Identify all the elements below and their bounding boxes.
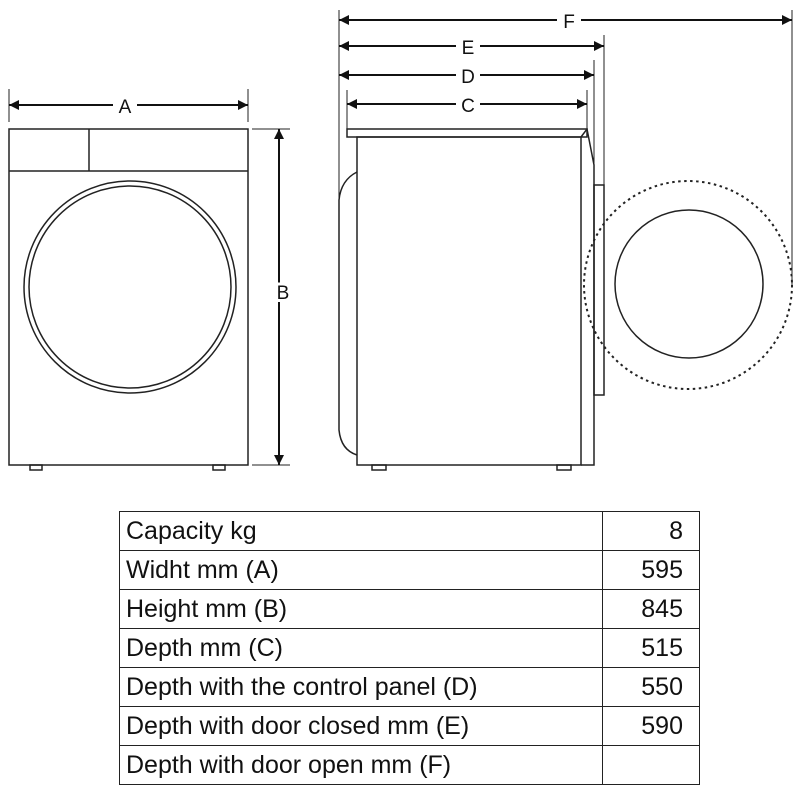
table-row: Widht mm (A) 595 [119,550,700,590]
side-foot-left [371,464,387,471]
door-open-glass [614,209,764,359]
table-row: Height mm (B) 845 [119,589,700,629]
side-body [356,136,582,466]
front-door-inner [28,185,232,389]
dimension-e-label: E [462,38,475,59]
side-foot-right [556,464,572,471]
side-view [338,127,793,471]
dimension-f: F [339,10,792,33]
spec-label: Depth with door open mm (F) [119,745,603,785]
spec-value: 845 [602,589,700,629]
spec-value [602,745,700,785]
dimension-c: C [347,94,587,117]
front-body [8,128,249,466]
table-row: Depth with door closed mm (E) 590 [119,706,700,746]
front-door-outer [23,180,237,394]
dimension-a-label: A [119,97,132,118]
spec-label: Widht mm (A) [119,550,603,590]
spec-label: Height mm (B) [119,589,603,629]
front-foot-right [212,464,226,471]
spec-label: Depth with door closed mm (E) [119,706,603,746]
dimension-b: B [252,128,292,466]
specifications-table: Capacity kg 8 Widht mm (A) 595 Height mm… [119,511,700,785]
spec-label: Depth with the control panel (D) [119,667,603,707]
side-control-panel [580,127,595,466]
spec-value: 550 [602,667,700,707]
spec-label: Capacity kg [119,511,603,551]
front-foot-left [29,464,43,471]
spec-value: 595 [602,550,700,590]
table-row: Depth mm (C) 515 [119,628,700,668]
table-row: Depth with door open mm (F) [119,745,700,785]
table-row: Depth with the control panel (D) 550 [119,667,700,707]
dimension-c-label: C [461,96,475,117]
dimension-f-label: F [563,12,575,33]
dimension-d-label: D [461,67,475,88]
front-view [8,128,249,471]
side-back-bulge [338,171,358,456]
spec-value: 515 [602,628,700,668]
dimension-a: A [8,89,249,122]
dimension-b-label: B [277,283,290,304]
side-top-plate [346,128,588,138]
dimension-d: D [339,65,594,88]
dimension-diagram: A B F E [8,10,793,471]
spec-value: 8 [602,511,700,551]
side-extension-lines [338,10,793,285]
dimension-e: E [339,36,604,59]
spec-label: Depth mm (C) [119,628,603,668]
table-row: Capacity kg 8 [119,511,700,551]
spec-value: 590 [602,706,700,746]
side-door-closed [593,184,605,396]
